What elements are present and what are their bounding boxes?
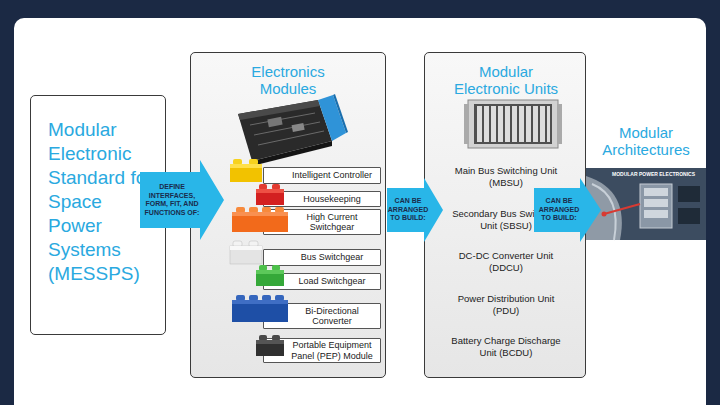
module-label: Housekeeping	[263, 191, 381, 207]
module-label: Portable Equipment Panel (PEP) Module	[263, 338, 381, 363]
box-title: Modular Electronic Units	[446, 63, 566, 97]
module-label: Bus Switchgear	[263, 249, 381, 266]
module-label: High Current Switchgear	[263, 209, 381, 235]
unit-item: DC-DC Converter Unit (DDCU)	[446, 250, 566, 273]
unit-item: Main Bus Switching Unit (MBSU)	[446, 165, 566, 188]
architectures-title: Modular Architectures	[588, 124, 704, 158]
arrow-text: CAN BE ARRANGED TO BUILD:	[387, 197, 429, 223]
arrow-text: DEFINE INTERFACES, FORM, FIT, AND FUNCTI…	[141, 183, 203, 217]
arrow-text: CAN BE ARRANGED TO BUILD:	[536, 197, 582, 223]
unit-item: Power Distribution Unit (PDU)	[446, 293, 566, 316]
arrow-shape: CAN BE ARRANGED TO BUILD:	[387, 178, 443, 242]
module-label: Bi-Directional Converter	[263, 303, 381, 329]
unit-item: Battery Charge Discharge Unit (BCDU)	[446, 335, 566, 358]
arrow-shape: CAN BE ARRANGED TO BUILD:	[534, 178, 601, 242]
box-title: Electronics Modules	[228, 63, 348, 97]
illustration-text: MODULAR POWER ELECTRONICS	[612, 171, 692, 177]
arrow-shape: DEFINE INTERFACES, FORM, FIT, AND FUNCTI…	[140, 160, 224, 240]
module-label: Load Switchgear	[263, 273, 381, 290]
arrow-fill	[534, 178, 601, 242]
module-text: High Current Switchgear	[297, 212, 367, 233]
modules-box: Electronics ModulesIntelligent Controlle…	[190, 52, 386, 378]
module-text: Portable Equipment Panel (PEP) Module	[284, 340, 380, 361]
architecture-illustration	[586, 168, 706, 240]
module-text: Intelligent Controller	[284, 170, 380, 181]
module-text: Load Switchgear	[284, 276, 380, 287]
module-label: Intelligent Controller	[263, 167, 381, 184]
module-text: Bus Switchgear	[284, 252, 380, 263]
module-text: Bi-Directional Converter	[292, 306, 372, 327]
module-text: Housekeeping	[284, 194, 380, 205]
